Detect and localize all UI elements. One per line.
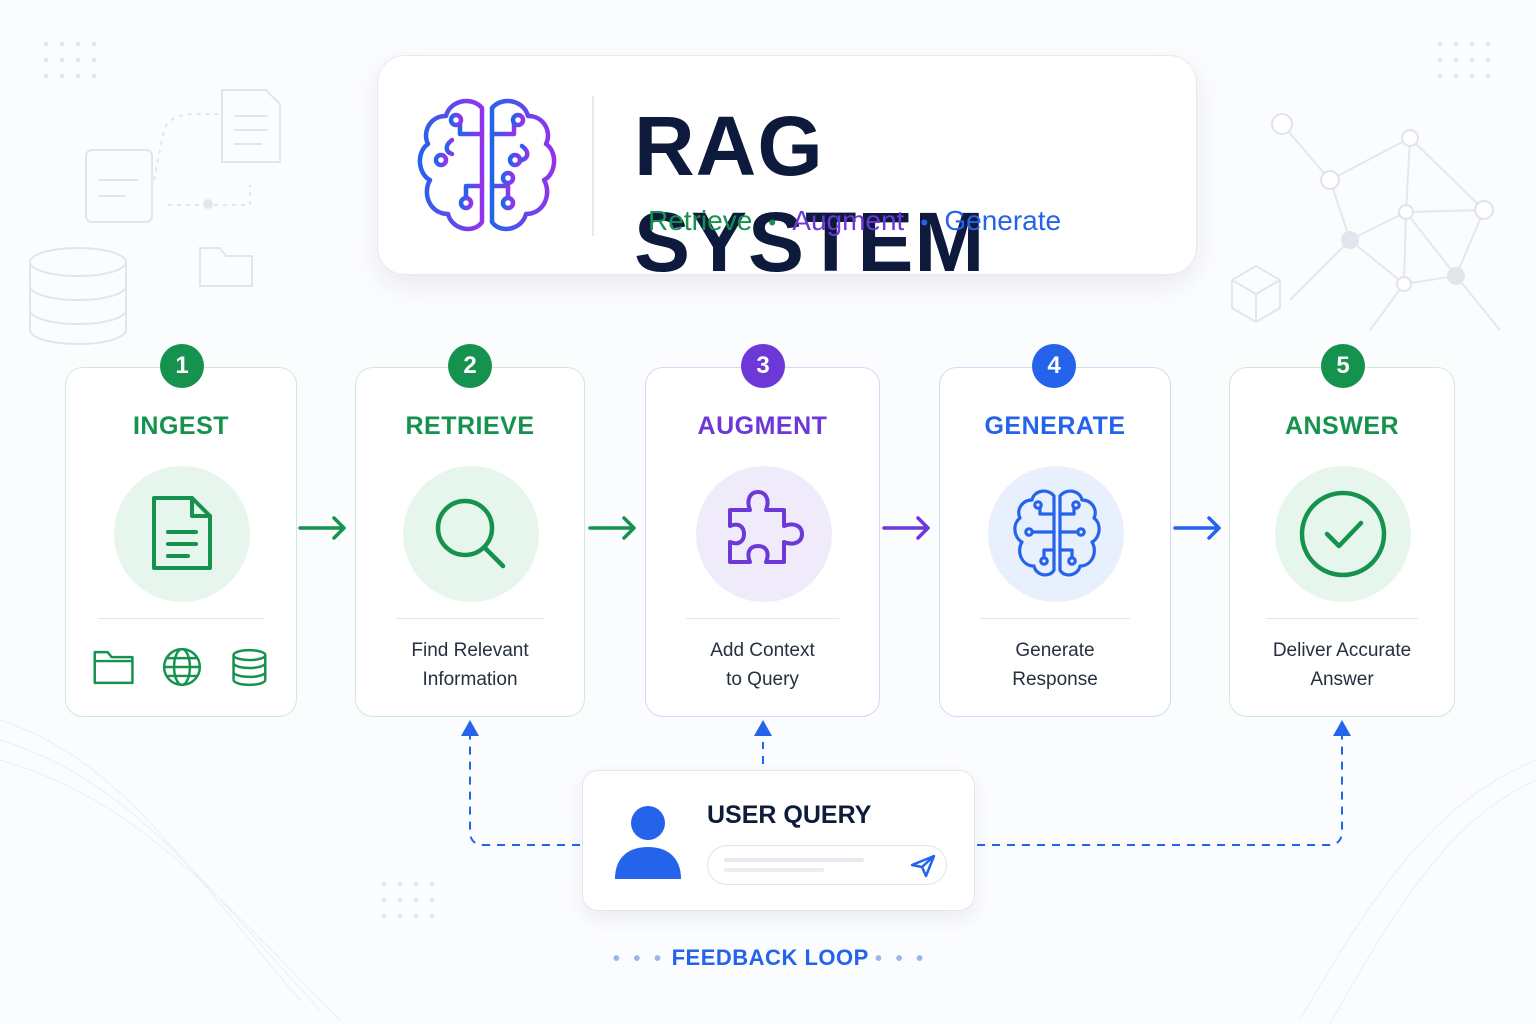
subtitle-separator: • [768, 210, 777, 235]
title-card: RAG SYSTEM Retrieve • Augment • Generate [377, 55, 1197, 289]
subtitle-retrieve: Retrieve [648, 205, 753, 236]
desc-line: Response [1012, 669, 1098, 690]
input-placeholder-line [724, 858, 864, 862]
folder-icon [93, 650, 134, 685]
step-badge: 5 [1321, 344, 1365, 388]
globe-icon [162, 648, 202, 687]
send-icon[interactable] [910, 854, 936, 878]
card-divider [396, 618, 544, 619]
card-divider [1266, 618, 1418, 619]
database-icon [232, 648, 267, 687]
arrow-right-icon [298, 516, 346, 540]
step-card-answer: 5 ANSWER Deliver Accurate Answer [1229, 344, 1455, 717]
step-badge: 3 [741, 344, 785, 388]
desc-line: Answer [1310, 669, 1374, 690]
step-card-ingest: 1 INGEST [65, 344, 297, 717]
query-input[interactable] [707, 845, 947, 885]
title-divider [592, 96, 594, 236]
subtitle-generate: Generate [944, 205, 1062, 236]
feedback-loop-label: • • • FEEDBACK LOOP • • • [600, 940, 940, 976]
step-badge: 2 [448, 344, 492, 388]
step-title: RETRIEVE [405, 412, 535, 440]
arrow-right-icon [588, 516, 636, 540]
step-card-augment: 3 AUGMENT Add Context to Query [645, 344, 880, 717]
step-card-generate: 4 GENERATE Generate Response [939, 344, 1171, 717]
dots-decoration: • • • [612, 948, 665, 970]
step-icon-circle [696, 466, 832, 602]
step-description: Deliver Accurate Answer [1230, 636, 1454, 694]
dots-decoration: • • • [875, 948, 928, 970]
step-title: GENERATE [984, 412, 1126, 440]
step-description: Generate Response [940, 636, 1170, 694]
document-icon [152, 496, 212, 570]
desc-line: Find Relevant [411, 640, 529, 661]
desc-line: Generate [1015, 640, 1095, 661]
source-icons [93, 648, 267, 687]
card-divider [98, 618, 264, 619]
card-divider [980, 618, 1130, 619]
puzzle-icon [728, 490, 804, 564]
step-title: AUGMENT [697, 412, 828, 440]
check-circle-icon [1299, 490, 1387, 578]
desc-line: Information [422, 669, 518, 690]
feedback-loop-text: FEEDBACK LOOP [671, 945, 869, 970]
desc-line: Deliver Accurate [1272, 640, 1412, 661]
arrow-right-icon [1173, 516, 1221, 540]
page-title: RAG SYSTEM [634, 99, 986, 289]
subtitle-augment: Augment [792, 205, 905, 236]
desc-line: to Query [726, 669, 799, 690]
brain-icon [1013, 489, 1101, 577]
brain-icon [417, 98, 557, 232]
subtitle-separator: • [920, 210, 929, 235]
user-icon [615, 806, 681, 879]
desc-line: Add Context [710, 640, 815, 661]
step-card-retrieve: 2 RETRIEVE Find Relevant Information [355, 344, 585, 717]
arrow-right-icon [882, 516, 930, 540]
step-icon-circle [114, 466, 250, 602]
user-query-title: USER QUERY [707, 801, 872, 829]
step-title: ANSWER [1284, 412, 1400, 440]
step-icon-circle [988, 466, 1124, 602]
step-title: INGEST [132, 412, 230, 440]
step-icon-circle [1275, 466, 1411, 602]
search-icon [435, 498, 506, 569]
step-icon-circle [403, 466, 539, 602]
user-query-card: USER QUERY [582, 770, 975, 911]
card-divider [686, 618, 839, 619]
step-badge: 1 [160, 344, 204, 388]
subtitle: Retrieve • Augment • Generate [648, 201, 1061, 241]
step-description: Find Relevant Information [356, 636, 584, 694]
step-description: Add Context to Query [646, 636, 879, 694]
step-badge: 4 [1032, 344, 1076, 388]
input-placeholder-line [724, 868, 824, 872]
